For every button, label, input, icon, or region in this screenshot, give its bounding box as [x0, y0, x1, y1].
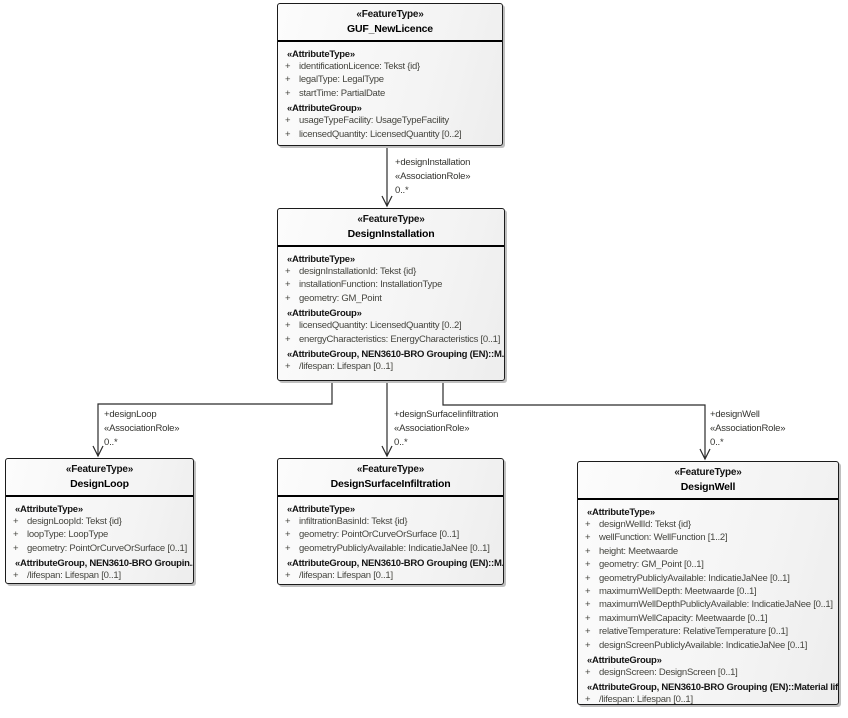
attribute-row: +geometry: GM_Point — [285, 292, 382, 304]
attribute-row: +installationFunction: InstallationType — [285, 279, 443, 291]
class-name: GUF_NewLicence — [347, 23, 433, 35]
association-design-installation — [381, 146, 393, 208]
class-name: DesignSurfaceInfiltration — [330, 478, 451, 490]
open-arrowhead-icon — [381, 195, 393, 208]
role-name: +designInstallation — [395, 157, 471, 168]
attribute-row: +maximumWellCapacity: Meetwaarde [0..1] — [585, 612, 768, 624]
attribute-row: +loopType: LoopType — [13, 529, 109, 541]
class-design-well[interactable]: «FeatureType» DesignWell «AttributeType»… — [577, 461, 839, 705]
multiplicity: 0..* — [710, 436, 724, 448]
section-header: «AttributeType» — [287, 504, 355, 515]
role-stereotype: «AssociationRole» — [710, 422, 786, 434]
association-label-design-well: +designWell «AssociationRole» 0..* — [710, 408, 785, 449]
attribute-compartment: «AttributeType» +designInstallationId: T… — [278, 247, 504, 373]
role-name: +designWell — [710, 409, 760, 420]
multiplicity: 0..* — [395, 184, 409, 196]
class-stereotype: «FeatureType» — [65, 464, 134, 475]
class-name: DesignLoop — [70, 478, 129, 490]
class-stereotype: «FeatureType» — [357, 214, 425, 225]
class-title: «FeatureType» DesignLoop — [6, 459, 193, 497]
attribute-compartment: «AttributeType» +designWellId: Tekst {id… — [578, 500, 838, 707]
class-stereotype: «FeatureType» — [356, 464, 425, 475]
attribute-row: +designScreenPubliclyAvailable: Indicati… — [585, 639, 808, 651]
open-arrowhead-icon — [381, 445, 393, 458]
attribute-row: +relativeTemperature: RelativeTemperatur… — [585, 626, 788, 638]
section-header: «AttributeGroup, NEN3610-BRO Grouping (E… — [287, 558, 503, 570]
attribute-row: +infiltrationBasinId: Tekst {id} — [285, 516, 408, 527]
attribute-row: +legalType: LegalType — [285, 74, 384, 86]
attribute-row: +energyCharacteristics: EnergyCharacteri… — [285, 333, 501, 345]
class-stereotype: «FeatureType» — [674, 467, 742, 478]
section-header: «AttributeType» — [287, 49, 355, 60]
attribute-row: +/lifespan: Lifespan [0..1] — [13, 570, 121, 582]
class-design-surface-infiltration[interactable]: «FeatureType» DesignSurfaceInfiltration … — [277, 458, 504, 585]
attribute-row: +geometryPubliclyAvailable: IndicatieJaN… — [285, 542, 490, 554]
section-header: «AttributeType» — [15, 504, 83, 515]
attribute-row: +identificationLicence: Tekst {id} — [285, 61, 420, 72]
multiplicity: 0..* — [394, 436, 408, 448]
section-header: «AttributeType» — [287, 254, 355, 265]
role-stereotype: «AssociationRole» — [394, 422, 470, 434]
class-design-installation[interactable]: «FeatureType» DesignInstallation «Attrib… — [277, 208, 505, 381]
attribute-row: +maximumWellDepth: Meetwaarde [0..1] — [585, 585, 757, 597]
section-header: «AttributeGroup, NEN3610-BRO Grouping (E… — [287, 348, 504, 360]
section-header: «AttributeGroup» — [287, 103, 362, 115]
section-header: «AttributeGroup» — [287, 308, 362, 320]
section-header: «AttributeGroup, NEN3610-BRO Groupin... — [15, 558, 193, 570]
attribute-compartment: «AttributeType» +identificationLicence: … — [278, 42, 502, 141]
attribute-row: +designInstallationId: Tekst {id} — [285, 266, 416, 277]
attribute-compartment: «AttributeType» +infiltrationBasinId: Te… — [278, 497, 503, 583]
attribute-row: +designWellId: Tekst {id} — [585, 519, 691, 530]
association-label-design-surface-infiltration: +designSurfaceIinfiltration «Association… — [394, 408, 498, 449]
attribute-row: +maximumWellDepthPubliclyAvailable: Indi… — [585, 599, 833, 611]
section-header: «AttributeGroup, NEN3610-BRO Grouping (E… — [587, 682, 838, 694]
class-guf-newlicence[interactable]: «FeatureType» GUF_NewLicence «AttributeT… — [277, 3, 503, 146]
role-stereotype: «AssociationRole» — [104, 422, 180, 434]
open-arrowhead-icon — [699, 448, 711, 461]
class-design-loop[interactable]: «FeatureType» DesignLoop «AttributeType»… — [5, 458, 194, 584]
association-label-design-loop: +designLoop «AssociationRole» 0..* — [104, 408, 179, 449]
section-header: «AttributeType» — [587, 507, 655, 518]
open-arrowhead-icon — [92, 445, 104, 458]
association-label-design-installation: +designInstallation «AssociationRole» 0.… — [395, 156, 470, 197]
attribute-row: +designLoopId: Tekst {id} — [13, 516, 122, 527]
attribute-row: +geometryPubliclyAvailable: IndicatieJaN… — [585, 572, 790, 584]
attribute-row: +/lifespan: Lifespan [0..1] — [285, 360, 393, 372]
attribute-row: +licensedQuantity: LicensedQuantity [0..… — [285, 128, 462, 140]
attribute-row: +/lifespan: Lifespan [0..1] — [285, 570, 393, 582]
role-stereotype: «AssociationRole» — [395, 170, 471, 182]
attribute-row: +height: Meetwaarde — [585, 545, 678, 557]
attribute-row: +usageTypeFacility: UsageTypeFacility — [285, 115, 449, 127]
association-design-surface-infiltration — [381, 381, 393, 458]
attribute-row: +licensedQuantity: LicensedQuantity [0..… — [285, 320, 462, 332]
multiplicity: 0..* — [104, 436, 118, 448]
attribute-row: +geometry: PointOrCurveOrSurface [0..1] — [13, 542, 187, 554]
role-name: +designLoop — [104, 409, 157, 420]
attribute-row: +startTime: PartialDate — [285, 87, 386, 99]
attribute-row: +designScreen: DesignScreen [0..1] — [585, 666, 738, 678]
section-header: «AttributeGroup» — [587, 654, 662, 666]
attribute-row: +/lifespan: Lifespan [0..1] — [585, 694, 693, 706]
class-title: «FeatureType» DesignSurfaceInfiltration — [278, 459, 503, 497]
attribute-compartment: «AttributeType» +designLoopId: Tekst {id… — [6, 497, 193, 583]
attribute-row: +geometry: PointOrCurveOrSurface [0..1] — [285, 529, 459, 541]
class-title: «FeatureType» DesignWell — [578, 462, 838, 500]
class-name: DesignInstallation — [347, 228, 435, 240]
class-name: DesignWell — [680, 481, 736, 493]
role-name: +designSurfaceIinfiltration — [394, 409, 499, 420]
class-title: «FeatureType» GUF_NewLicence — [278, 4, 502, 42]
attribute-row: +geometry: GM_Point [0..1] — [585, 559, 704, 571]
class-title: «FeatureType» DesignInstallation — [278, 209, 504, 247]
class-stereotype: «FeatureType» — [356, 9, 424, 20]
attribute-row: +wellFunction: WellFunction [1..2] — [585, 532, 728, 544]
